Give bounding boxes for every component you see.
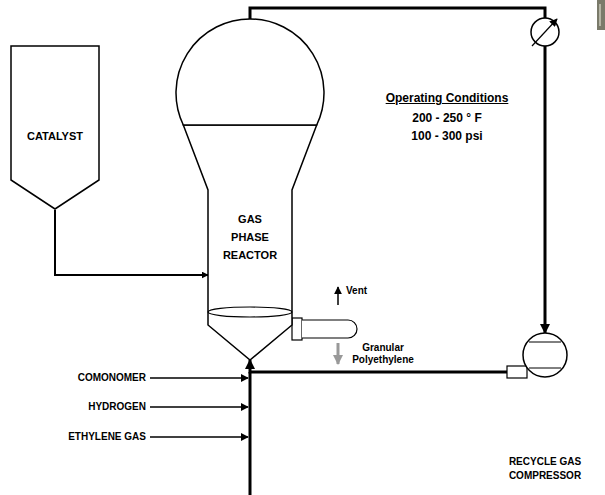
photo-fragment bbox=[597, 0, 605, 30]
distributor-plate bbox=[208, 307, 292, 317]
reactor-body bbox=[183, 125, 316, 360]
hopper-outline bbox=[11, 46, 99, 209]
stream-label: Vent bbox=[346, 284, 386, 297]
product-arrow bbox=[337, 343, 340, 364]
feed-arrow bbox=[150, 377, 248, 379]
heat-exchanger-symbol bbox=[531, 18, 559, 46]
feed-label: COMONOMER bbox=[40, 372, 146, 384]
conditions-heading: Operating Conditions bbox=[367, 91, 527, 106]
node-label: CATALYST bbox=[10, 129, 100, 143]
vent-arrow bbox=[337, 287, 339, 305]
compressor-outlet bbox=[507, 366, 527, 378]
feed-line bbox=[249, 372, 252, 495]
catalyst-hopper: CATALYST bbox=[10, 45, 100, 210]
reactor-vessel-outline bbox=[175, 15, 325, 361]
feed-arrow bbox=[150, 406, 248, 408]
pressure-range: 100 - 300 psi bbox=[367, 129, 527, 144]
catalyst-hopper-outline bbox=[10, 45, 100, 210]
node-label: RECYCLE GAS COMPRESSOR bbox=[485, 455, 605, 483]
feed-label: HYDROGEN bbox=[40, 401, 146, 413]
heat-exchanger-arrow bbox=[532, 19, 557, 46]
feed-label: ETHYLENE GAS bbox=[40, 431, 146, 443]
compressor-casing bbox=[523, 333, 567, 377]
compressor-symbol: RECYCLE GAS COMPRESSOR bbox=[485, 330, 605, 482]
temperature-range: 200 - 250 ° F bbox=[367, 111, 527, 126]
compressor-impeller bbox=[529, 342, 561, 368]
node-label: GAS PHASE REACTOR bbox=[221, 210, 279, 264]
photo-fragment bbox=[599, 4, 601, 26]
discharge-pipe bbox=[302, 320, 357, 338]
discharge-nozzle bbox=[292, 318, 302, 340]
reactor-vessel: GAS PHASE REACTOR bbox=[175, 15, 325, 361]
reactor-dome bbox=[176, 19, 324, 125]
feed-arrow bbox=[150, 436, 248, 438]
process-line bbox=[55, 210, 208, 275]
stream-label: Granular Polyethylene bbox=[346, 342, 420, 366]
